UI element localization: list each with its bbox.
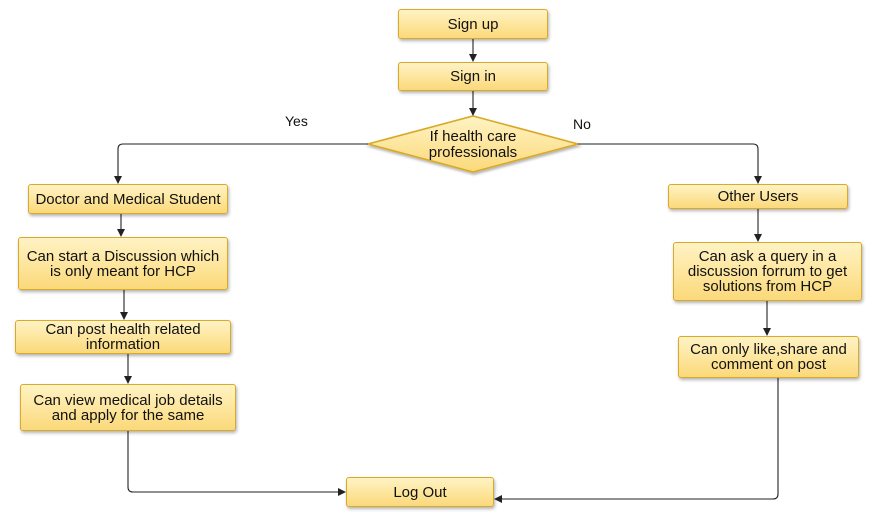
edge-like-logout — [494, 378, 779, 503]
post-node: Can post health related information — [15, 320, 231, 354]
jobs-node: Can view medical job details and apply f… — [20, 384, 236, 431]
discussion-node: Can start a Discussion which is only mea… — [18, 237, 228, 290]
signin-node: Sign in — [398, 62, 548, 91]
decision-diamond — [364, 115, 582, 173]
like-node: Can only like,share and comment on post — [678, 336, 859, 378]
query-node: Can ask a query in a discussion forrum t… — [673, 242, 862, 301]
edge-jobs-logout — [127, 431, 346, 496]
edge-no — [578, 143, 762, 184]
other-users-node: Other Users — [668, 184, 848, 209]
yes-label: Yes — [285, 113, 308, 129]
logout-node: Log Out — [346, 477, 494, 507]
doctor-node: Doctor and Medical Student — [28, 184, 228, 214]
edge-yes — [114, 143, 368, 184]
signup-node: Sign up — [398, 9, 548, 39]
no-label: No — [573, 116, 591, 132]
decision-label: If health care professionals — [428, 128, 518, 161]
